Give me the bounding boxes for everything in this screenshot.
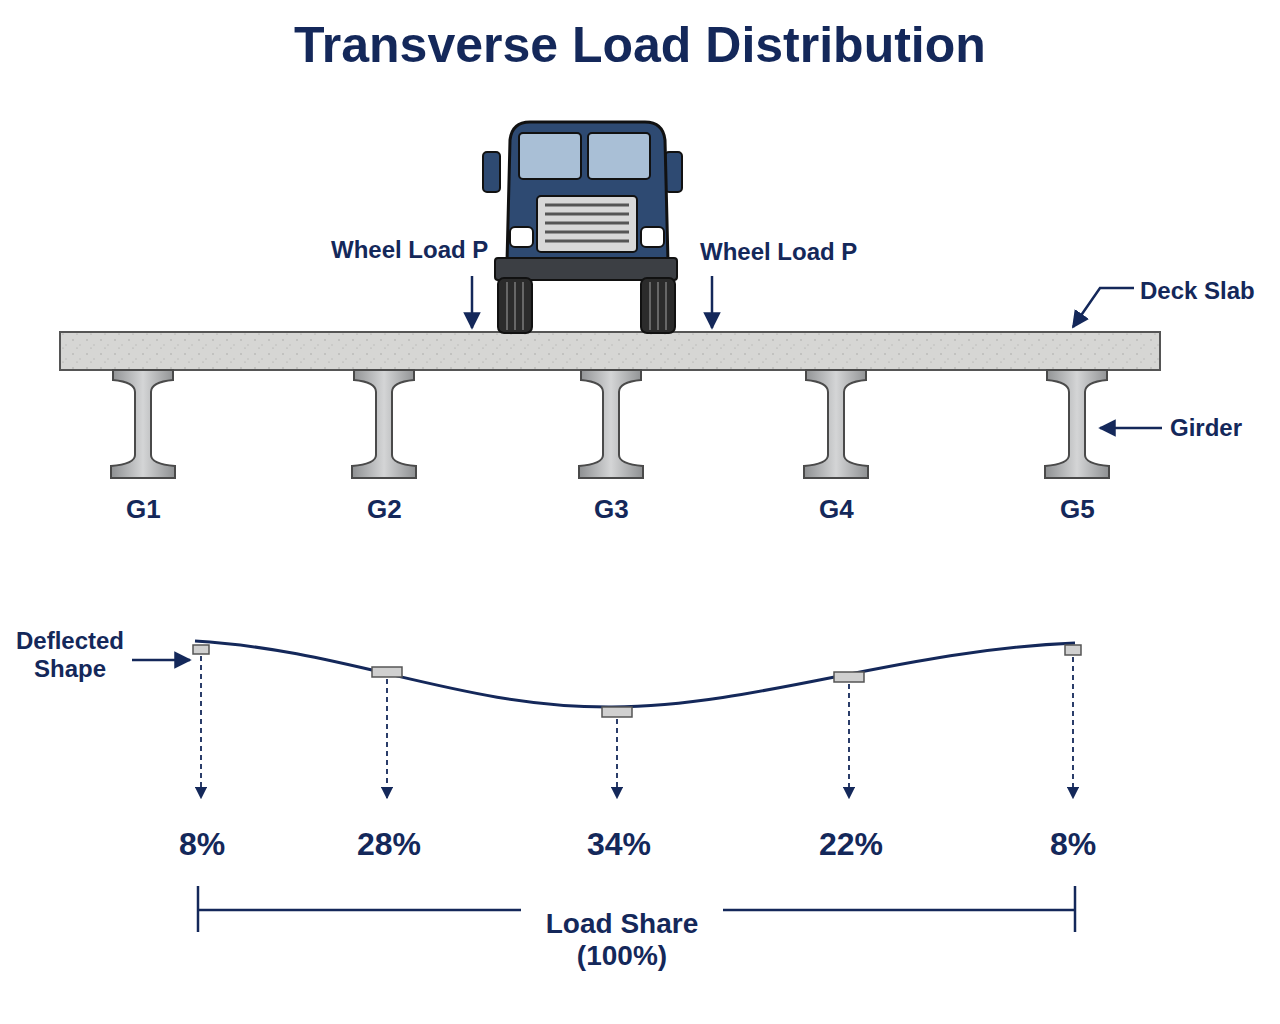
load-label: Wheel Load P [331,236,488,264]
title: Transverse Load Distribution [294,17,986,75]
deflected-shape [193,641,1081,798]
girder [1045,370,1109,478]
part-label: Girder [1170,414,1242,442]
part-label: Deck Slab [1140,277,1255,305]
girder [579,370,643,478]
bracket-label: Load Share (100%) [521,908,723,972]
girder-label: G4 [819,495,854,525]
girder-label: G2 [367,495,402,525]
girder [352,370,416,478]
leader-lines [132,276,1162,660]
load-share-value: 34% [587,826,651,863]
part-label: Deflected Shape [10,627,130,682]
load-share-value: 8% [179,826,225,863]
girder-label: G3 [594,495,629,525]
load-label: Wheel Load P [700,238,857,266]
girder [111,370,175,478]
load-share-value: 28% [357,826,421,863]
girder [804,370,868,478]
girder-label: G1 [126,495,161,525]
girder-label: G5 [1060,495,1095,525]
girders [111,370,1109,478]
load-share-value: 8% [1050,826,1096,863]
deck-slab [60,332,1160,370]
truck [483,122,682,333]
load-share-value: 22% [819,826,883,863]
